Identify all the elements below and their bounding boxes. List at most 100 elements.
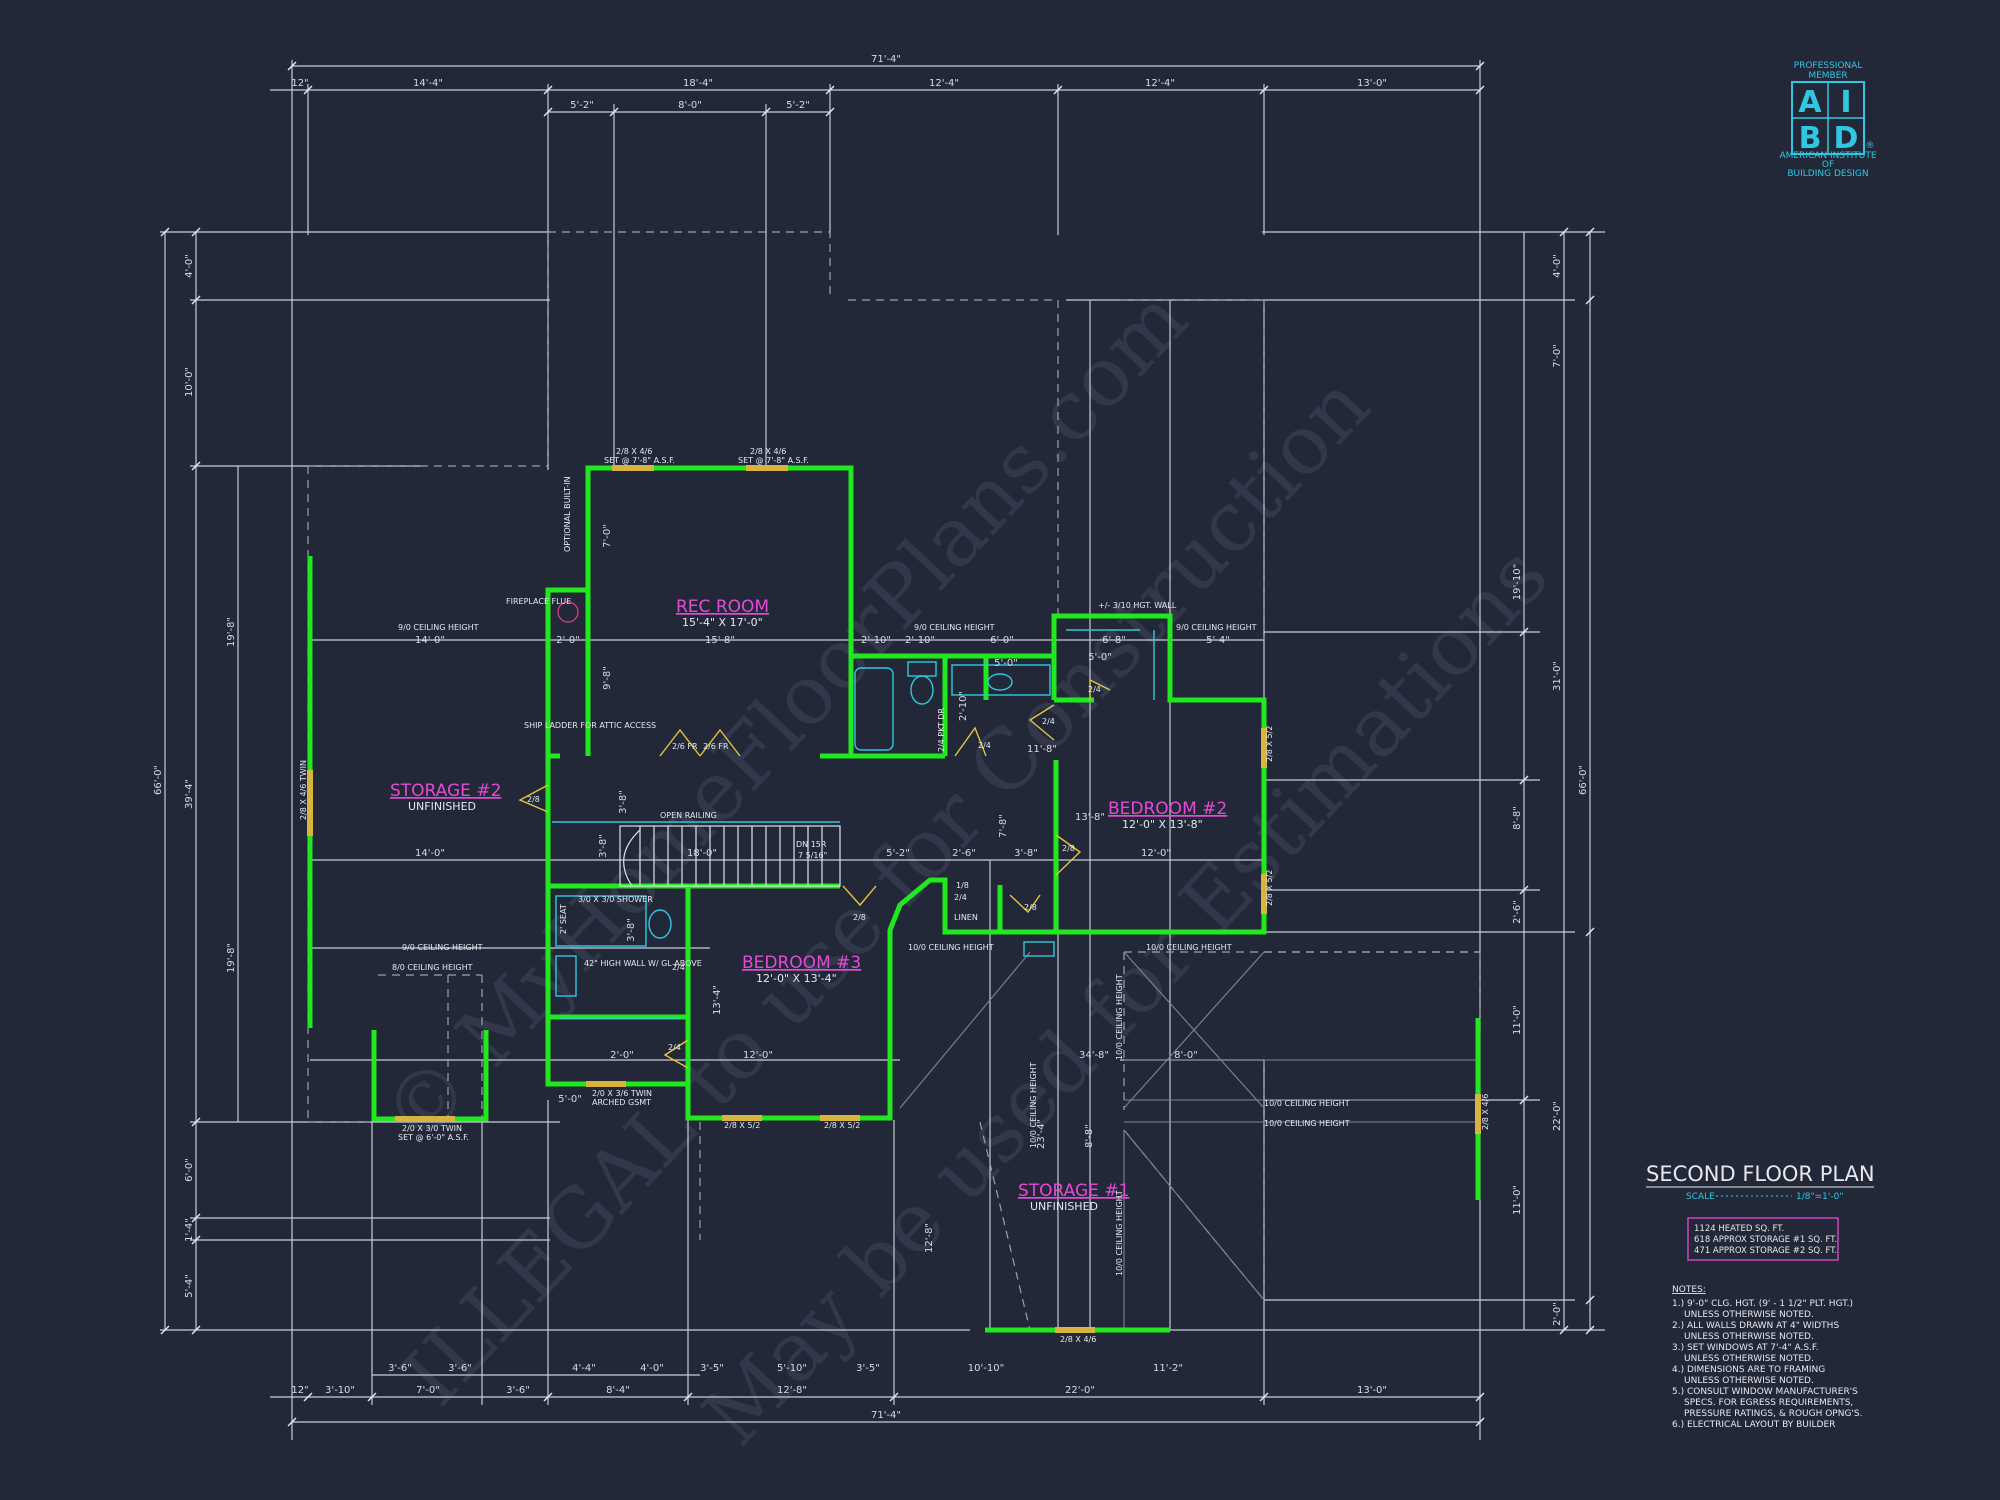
dimension-top-sub: 5'-2" — [570, 100, 594, 111]
ceiling-note: 10/0 CEILING HEIGHT — [1146, 943, 1232, 952]
dimension-left: 4'-0" — [184, 254, 195, 278]
dimension-right-sub: 11'-0" — [1512, 1005, 1523, 1035]
dimension-interior: 3'-8" — [618, 790, 629, 814]
roof-lines — [899, 951, 1480, 1330]
dimension-bottom: 12'-8" — [777, 1385, 807, 1396]
dimension-right: 7'-0" — [1552, 344, 1563, 368]
dimension-tick — [1559, 227, 1569, 237]
note-line: UNLESS OTHERWISE NOTED. — [1684, 1376, 1814, 1386]
dimension-left: 39'-4" — [184, 779, 195, 809]
notes-list: 1.) 9'-0" CLG. HGT. (9' - 1 1/2" PLT. HG… — [1672, 1299, 1863, 1430]
dimension-grid — [160, 60, 1605, 1440]
door-callout: 2/8 — [853, 913, 866, 922]
ceiling-note: 10/0 CEILING HEIGHT — [1264, 1099, 1350, 1108]
badge-bottom-line: BUILDING DESIGN — [1787, 169, 1868, 179]
note-line: 4.) DIMENSIONS ARE TO FRAMING — [1672, 1365, 1825, 1375]
high-wall-note: 42" HIGH WALL W/ GL ABOVE — [584, 959, 702, 968]
dimension-interior: 3'-8" — [626, 918, 637, 942]
dimension-top: 18'-4" — [683, 78, 713, 89]
dimension-tick — [160, 1325, 170, 1335]
dimension-interior: 11'-8" — [1027, 744, 1057, 755]
dimension-bottom-sub: 3'-5" — [700, 1363, 724, 1374]
dimension-interior: 13'-8" — [1075, 812, 1105, 823]
dimension-bottom: 13'-0" — [1357, 1385, 1387, 1396]
dimension-left: 5'-4" — [184, 1274, 195, 1298]
notes-title: NOTES: — [1672, 1285, 1706, 1295]
dimension-right: 31'-0" — [1552, 661, 1563, 691]
dimension-top-overall: 71'-4" — [871, 54, 901, 65]
door-callout: 2/4 — [668, 1043, 681, 1052]
dimension-left: 1'-4" — [184, 1218, 195, 1242]
room-rec-room-size: 15'-4" X 17'-0" — [682, 616, 763, 629]
door-callout: 2/8 — [527, 795, 540, 804]
window-callout: ARCHED GSMT — [592, 1098, 651, 1107]
seat-note: 2' SEAT — [559, 904, 568, 934]
dimension-bottom: 7'-0" — [416, 1385, 440, 1396]
window-callout: SET @ 6'-0" A.S.F. — [398, 1133, 469, 1142]
dimension-right: 4'-0" — [1552, 254, 1563, 278]
dimension-interior: 12'-8" — [924, 1223, 935, 1253]
dimension-tick — [1585, 1325, 1595, 1335]
dimension-interior: 9'-8" — [602, 666, 613, 690]
window-callout: 2/8 X 5/2 — [1265, 726, 1274, 762]
aibd-badge: PROFESSIONAL MEMBER A I B D ® AMERICAN I… — [1779, 61, 1876, 179]
dimension-tick — [1259, 85, 1269, 95]
dimension-interior: 8'-8" — [1084, 1124, 1095, 1148]
dimension-interior: 6'-8" — [1102, 635, 1126, 646]
note-line: 3.) SET WINDOWS AT 7'-4" A.S.F. — [1672, 1343, 1819, 1353]
dimension-tick — [1053, 85, 1063, 95]
title-block: SECOND FLOOR PLAN SCALE 1/8"=1'-0" 1124 … — [1646, 1162, 1875, 1430]
window-callout: 2/0 X 3/0 TWIN — [402, 1124, 462, 1133]
ceiling-note: 8/0 CEILING HEIGHT — [392, 963, 473, 972]
door-callout: 2/4 — [954, 893, 967, 902]
note-line: 6.) ELECTRICAL LAYOUT BY BUILDER — [1672, 1420, 1835, 1430]
window-callout: SET @ 7'-8" A.S.F. — [738, 456, 809, 465]
ceiling-note: 10/0 CEILING HEIGHT — [908, 943, 994, 952]
shower-note: 3/0 X 3/0 SHOWER — [578, 895, 653, 904]
ceiling-note: 10/0 CEILING HEIGHT — [1264, 1119, 1350, 1128]
dimension-tick — [825, 85, 835, 95]
door-callout: 2/6 FR — [703, 742, 729, 751]
dimension-interior: 5'-4" — [1206, 635, 1230, 646]
ceiling-note: 10/0 CEILING HEIGHT — [1115, 1190, 1124, 1276]
wall-height-note: +/- 3/10 HGT. WALL — [1098, 601, 1177, 610]
badge-bottom-line: AMERICAN INSTITUTE — [1779, 151, 1876, 161]
badge-top-line: MEMBER — [1808, 71, 1847, 81]
dimension-bottom-sub: 3'-5" — [856, 1363, 880, 1374]
dimension-tick — [1519, 885, 1529, 895]
note-line: SPECS. FOR EGRESS REQUIREMENTS, — [1684, 1398, 1853, 1408]
ship-ladder-note: SHIP LADDER FOR ATTIC ACCESS — [524, 721, 656, 730]
ceiling-note: 9/0 CEILING HEIGHT — [398, 623, 479, 632]
badge-letter-i: I — [1840, 85, 1851, 120]
stair-direction-note: DN 15R — [796, 840, 827, 849]
room-storage1-name: STORAGE #1 — [1018, 1181, 1129, 1201]
room-bedroom2-size: 12'-0" X 13'-8" — [1122, 818, 1203, 831]
dimension-tick — [1585, 227, 1595, 237]
window-callout: 2/8 X 4/6 — [616, 447, 652, 456]
ceiling-note: 10/0 CEILING HEIGHT — [1029, 1062, 1038, 1148]
window-callout: 2/8 X 4/6 — [1481, 1094, 1490, 1130]
opening-callouts: 2/8 X 4/6 SET @ 7'-8" A.S.F. 2/8 X 4/6 S… — [299, 447, 1490, 1344]
ceiling-note: 9/0 CEILING HEIGHT — [1176, 623, 1257, 632]
dimension-tick — [889, 1392, 899, 1402]
scale-label: SCALE — [1686, 1192, 1715, 1202]
linen-note: LINEN — [954, 913, 978, 922]
dimension-tick — [1585, 295, 1595, 305]
dimension-bottom: 8'-4" — [606, 1385, 630, 1396]
door-callout: 2/4 — [1042, 717, 1055, 726]
room-labels: REC ROOM 15'-4" X 17'-0" BEDROOM #2 12'-… — [390, 597, 1227, 1213]
window-callout: 2/8 X 5/2 — [1265, 870, 1274, 906]
dimension-tick — [1585, 927, 1595, 937]
dimension-tick — [191, 1117, 201, 1127]
dimension-interior: 2'-0" — [610, 1050, 634, 1061]
dimension-tick — [609, 107, 619, 117]
room-bedroom3-name: BEDROOM #3 — [742, 953, 861, 973]
door-callout: 2/8 — [1062, 844, 1075, 853]
dimension-right: 2'-0" — [1552, 1302, 1563, 1326]
note-line: UNLESS OTHERWISE NOTED. — [1684, 1354, 1814, 1364]
dimension-interior: 3'-8" — [1014, 848, 1038, 859]
dimension-interior: 5'-0" — [1088, 652, 1112, 663]
dimension-top-sub: 8'-0" — [678, 100, 702, 111]
dimension-bottom-sub: 3'-6" — [448, 1363, 472, 1374]
